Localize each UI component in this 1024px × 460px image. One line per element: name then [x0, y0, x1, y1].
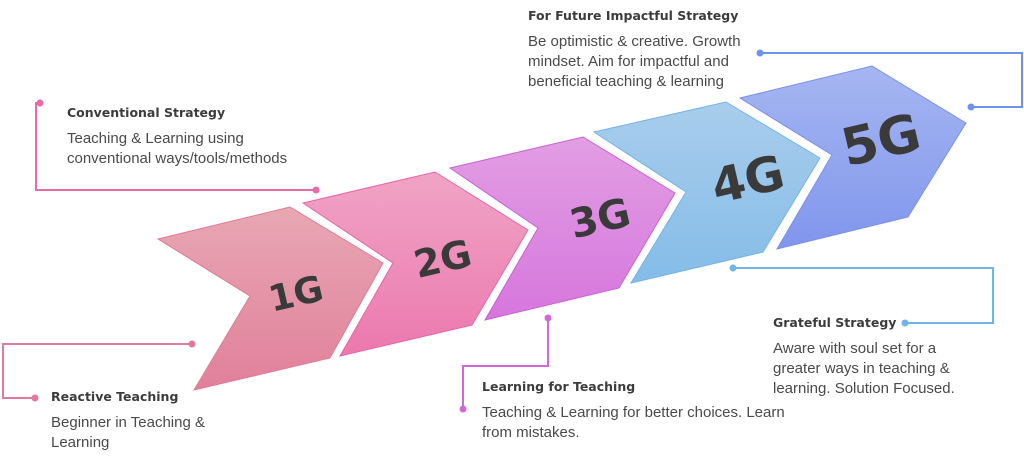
chevron-2g: [301, 171, 529, 357]
learning-for-teaching-description: Teaching & Learning for better choices. …: [482, 404, 785, 441]
future-strategy-description: Be optimistic & creative. Growth mindset…: [528, 33, 741, 90]
reactive-connector: [2, 343, 192, 399]
connector-dot: [544, 314, 552, 322]
grateful-strategy-description: Aware with soul set for a greater ways i…: [773, 340, 955, 397]
future-strategy-block: For Future Impactful Strategy Be optimis…: [528, 8, 763, 92]
chevron-3g: [448, 136, 676, 321]
conventional-strategy-description: Teaching & Learning using conventional w…: [67, 130, 288, 167]
grateful-strategy-block: Grateful Strategy Aware with soul set fo…: [773, 315, 978, 399]
connector-dot: [36, 99, 44, 107]
connector-dot: [901, 319, 909, 327]
connector-dot: [31, 394, 39, 402]
connector-dot: [729, 264, 737, 272]
learning-for-teaching-block: Learning for Teaching Teaching & Learnin…: [482, 379, 802, 443]
connector-dot: [188, 340, 196, 348]
chevron-5g: [738, 65, 967, 250]
connector-dot: [312, 186, 320, 194]
chevron-4g: [592, 101, 821, 284]
reactive-teaching-block: Reactive Teaching Beginner in Teaching &…: [51, 389, 231, 453]
connector-dot: [967, 103, 975, 111]
grateful-strategy-title: Grateful Strategy: [773, 315, 897, 330]
future-strategy-title: For Future Impactful Strategy: [528, 8, 739, 23]
grateful-connector: [733, 267, 994, 324]
future-connector: [760, 52, 1023, 108]
connector-dot: [459, 405, 467, 413]
chevron-1g: [156, 206, 384, 391]
reactive-teaching-title: Reactive Teaching: [51, 389, 179, 404]
learning-connector: [462, 318, 549, 409]
conventional-strategy-title: Conventional Strategy: [67, 105, 226, 120]
conventional-strategy-block: Conventional Strategy Teaching & Learnin…: [67, 105, 317, 169]
learning-for-teaching-title: Learning for Teaching: [482, 379, 636, 394]
reactive-teaching-description: Beginner in Teaching & Learning: [51, 414, 205, 451]
connector-dot: [756, 49, 764, 57]
